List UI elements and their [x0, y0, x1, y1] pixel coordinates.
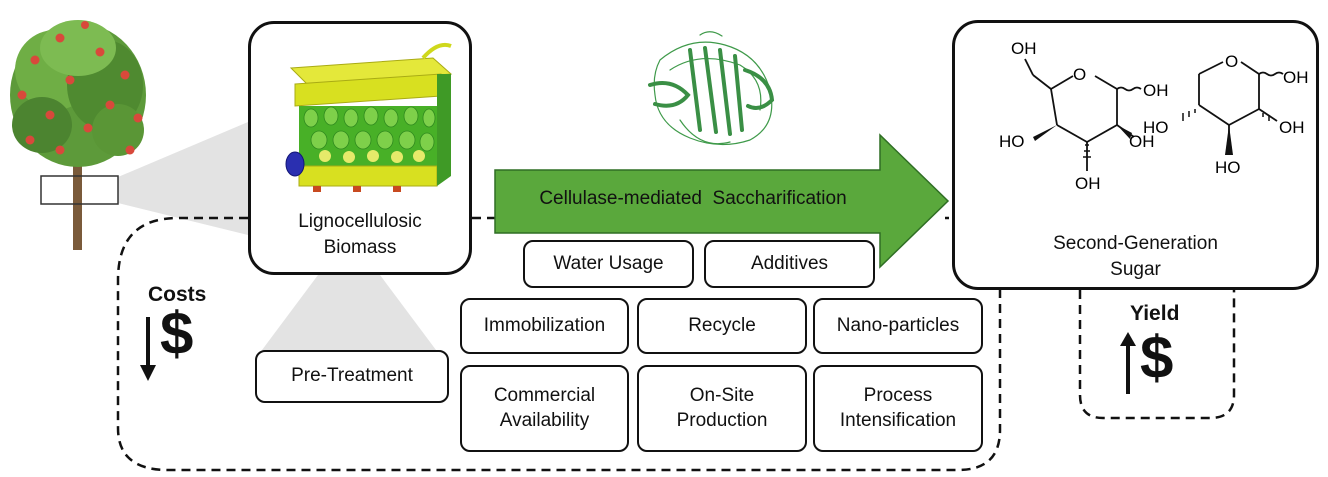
trunk-zoom-box	[40, 175, 119, 205]
process-arrow	[494, 133, 950, 269]
additives-box: Additives	[704, 240, 875, 288]
svg-text:OH: OH	[1279, 118, 1305, 137]
process-intensification-box: Process Intensification	[813, 365, 983, 452]
costs-dashed-boundary	[116, 216, 1002, 472]
zoom-cone	[118, 122, 248, 235]
commercial-availability-box: Commercial Availability	[460, 365, 629, 452]
recycle-box: Recycle	[637, 298, 807, 354]
glucose-structure: O OH OH HO OH OH	[999, 39, 1169, 193]
on-site-production-box: On-Site Production	[637, 365, 807, 452]
cellulase-enzyme-illustration	[648, 31, 775, 146]
water-usage-box: Water Usage	[523, 240, 694, 288]
svg-text:OH: OH	[1129, 132, 1155, 151]
svg-text:HO: HO	[999, 132, 1025, 151]
svg-text:HO: HO	[1215, 158, 1241, 177]
down-arrow-icon	[140, 317, 156, 381]
process-arrow-label: Cellulase-mediated Saccharification	[539, 188, 847, 209]
biomass-label-line1: Lignocellulosic	[298, 211, 422, 232]
apple-tree	[10, 20, 146, 250]
oh-label: OH	[1011, 39, 1037, 58]
yield-label: Yield	[1130, 302, 1180, 325]
yield-dashed-boundary	[1078, 290, 1236, 420]
ring-oxygen-2: O	[1225, 52, 1238, 71]
sugar-label-line2: Sugar	[1110, 258, 1161, 280]
svg-text:HO: HO	[1143, 118, 1169, 137]
biomass-label-line2: Biomass	[323, 236, 397, 258]
ring-oxygen: O	[1073, 65, 1086, 84]
xylose-structure: OH O OH HO OH HO	[1143, 52, 1309, 177]
sugar-box: O OH OH HO OH OH OH O OH HO OH HO	[952, 20, 1319, 290]
costs-dollar-icon: $	[160, 300, 194, 367]
biomass-box: Lignocellulosic Biomass	[248, 21, 472, 275]
costs-label: Costs	[148, 283, 207, 306]
immobilization-box: Immobilization	[460, 298, 629, 354]
svg-text:OH: OH	[1283, 68, 1309, 87]
sugar-label-line1: Second-Generation	[1053, 233, 1218, 254]
pretreatment-cone	[262, 275, 436, 350]
plant-tissue-illustration	[285, 42, 453, 192]
svg-text:OH: OH	[1075, 174, 1101, 193]
pre-treatment-box: Pre-Treatment	[255, 350, 449, 403]
nanoparticles-box: Nano-particles	[813, 298, 983, 354]
svg-text:OH: OH	[1143, 81, 1169, 100]
yield-dollar-icon: $	[1140, 324, 1174, 391]
up-arrow-icon	[1120, 332, 1136, 394]
